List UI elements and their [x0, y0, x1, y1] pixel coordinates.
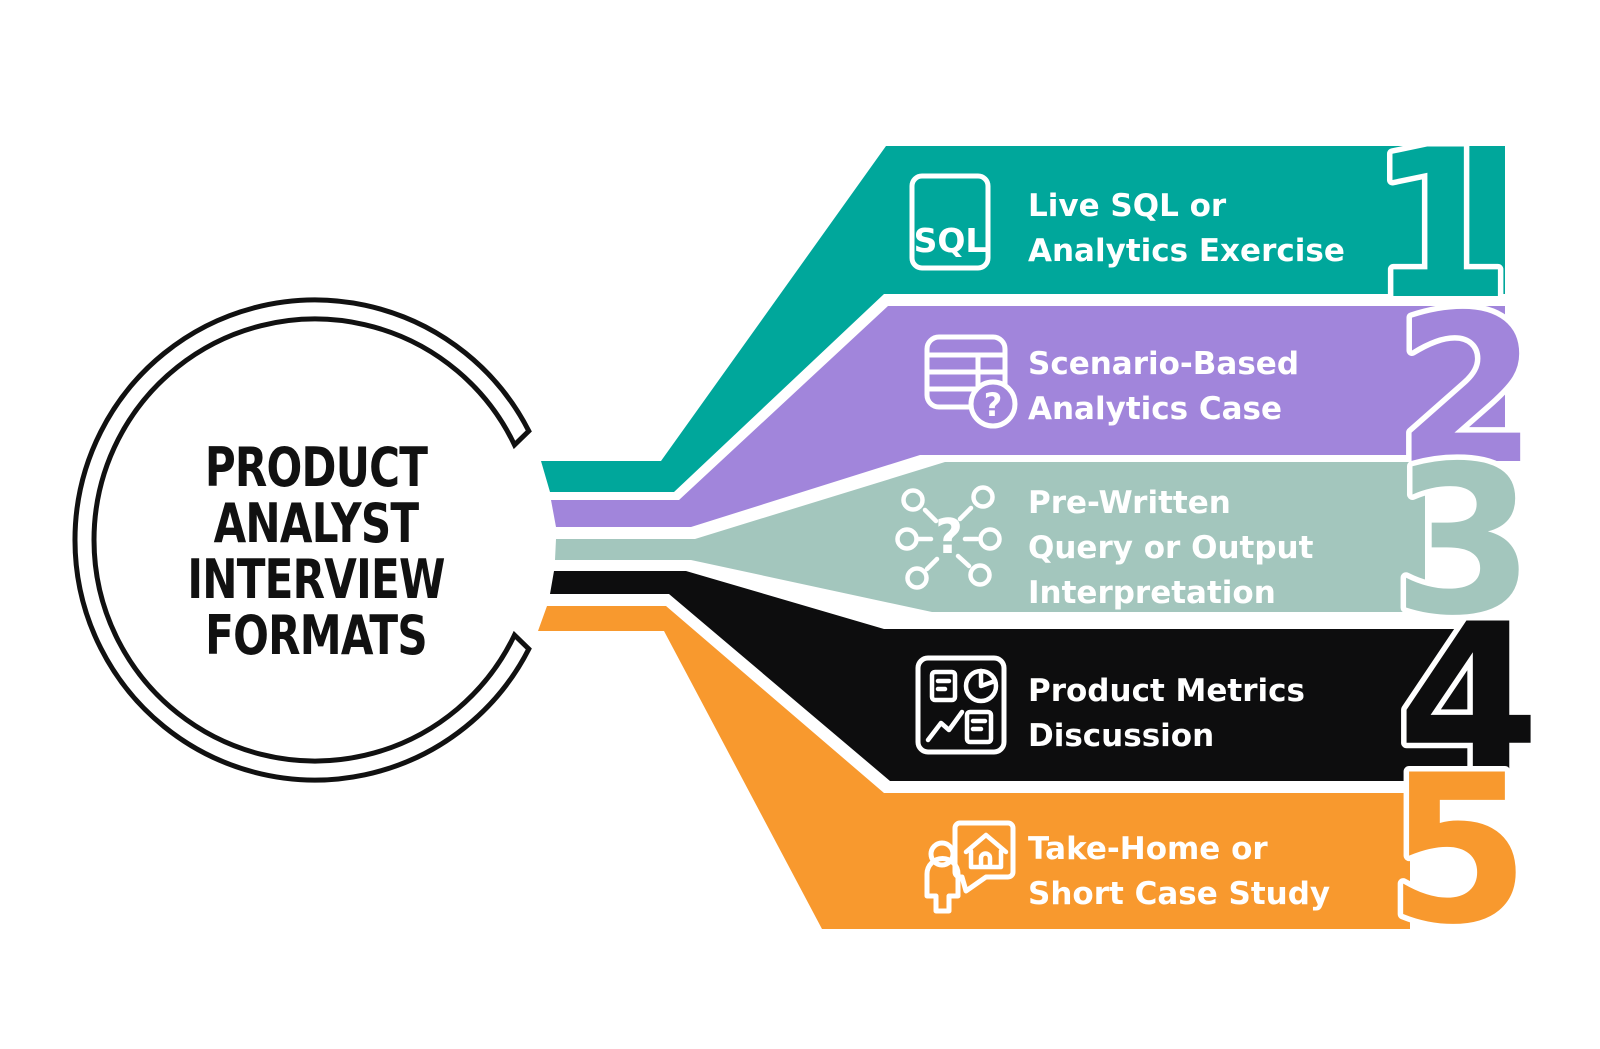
band-label-line: Query or Output	[1028, 530, 1314, 566]
title-line: ANALYST	[214, 493, 420, 555]
band-number: 3	[1392, 423, 1535, 661]
band-label-line: Discussion	[1028, 718, 1214, 754]
band-label-line: Analytics Exercise	[1028, 233, 1345, 269]
table-question-icon: ?	[924, 334, 1018, 429]
band-shape	[555, 462, 1425, 612]
band-label-line: Interpretation	[1028, 575, 1276, 611]
band-label-line: Product Metrics	[1028, 673, 1305, 709]
question-circle	[968, 379, 1018, 429]
band-label-line: Take-Home or	[1028, 831, 1268, 867]
sql-icon-label: SQL	[914, 221, 987, 260]
band-label-line: Live SQL or	[1028, 188, 1227, 224]
band-shape	[551, 306, 1505, 527]
band-shape	[541, 146, 1505, 492]
band-label-line: Analytics Case	[1028, 391, 1282, 427]
band-product-metrics: 4 Product Metrics Discussion	[550, 571, 1546, 825]
question-mark: ?	[984, 386, 1003, 424]
title-line: FORMATS	[205, 605, 427, 667]
person-home-bubble-icon	[924, 820, 1016, 914]
question-network-icon: ?	[895, 485, 1002, 590]
title-line: INTERVIEW	[187, 549, 444, 611]
ring-outline	[72, 297, 532, 783]
band-label-line: Scenario-Based	[1028, 346, 1299, 382]
band-take-home: 5 Take-Home or Short Case Study	[538, 606, 1536, 976]
title-line: PRODUCT	[205, 437, 428, 499]
page-title: PRODUCT ANALYST INTERVIEW FORMATS	[187, 437, 445, 667]
metrics-dashboard-icon	[915, 655, 1007, 755]
band-shape	[550, 571, 1505, 781]
band-number: 5	[1387, 732, 1530, 970]
band-label-line: Pre-Written	[1028, 485, 1231, 521]
band-label-line: Short Case Study	[1028, 876, 1330, 912]
central-circle: PRODUCT ANALYST INTERVIEW FORMATS	[72, 297, 532, 783]
band-shape	[538, 606, 1410, 929]
band-prewritten-query: 3 ? Pre-Written Query or Output Interpre…	[555, 418, 1541, 667]
band-number: 4	[1397, 581, 1540, 819]
sql-badge-icon: SQL	[909, 173, 991, 271]
